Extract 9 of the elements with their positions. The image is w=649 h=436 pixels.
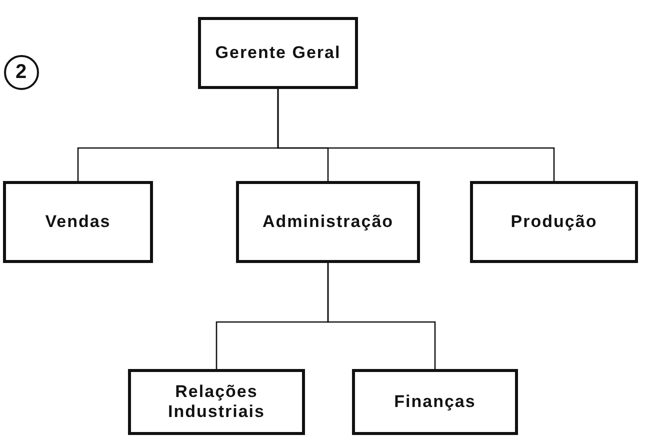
org-box: Administração xyxy=(236,181,420,263)
org-box: Finanças xyxy=(352,369,518,435)
org-box: Gerente Geral xyxy=(198,17,358,89)
connector-line xyxy=(277,89,555,181)
org-box: Relações Industriais xyxy=(128,369,305,435)
org-box: Vendas xyxy=(3,181,153,263)
number-circle: 2 xyxy=(4,55,39,90)
org-box: Produção xyxy=(470,181,638,263)
connector-line xyxy=(327,263,436,369)
